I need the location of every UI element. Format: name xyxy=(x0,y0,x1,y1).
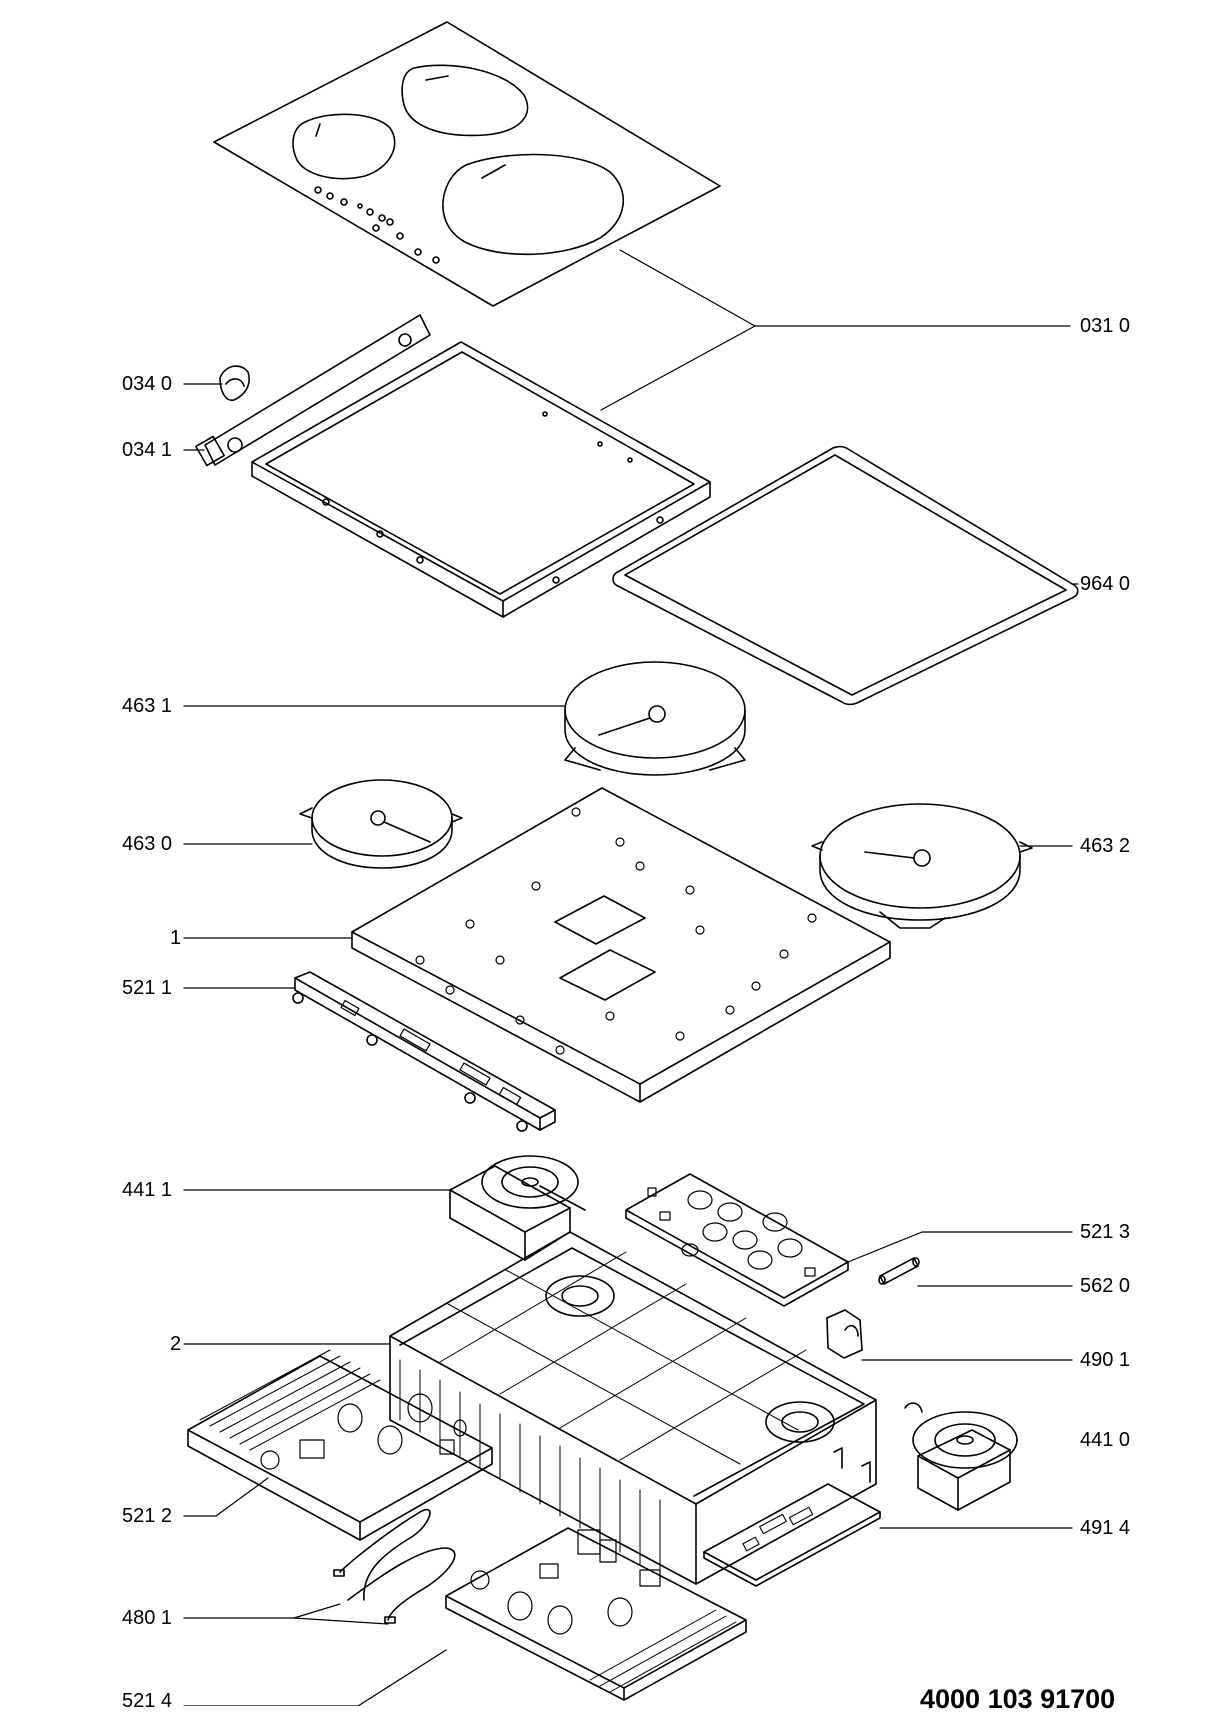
control-board-strip xyxy=(292,971,556,1132)
label-521-3: 521 3 xyxy=(1080,1221,1131,1243)
inverter-board-521-4 xyxy=(445,1527,747,1701)
coil-463-0 xyxy=(299,779,463,869)
reference-number: 4000 103 91700 xyxy=(920,1684,1116,1714)
fuse-562-0 xyxy=(878,1257,920,1285)
label-521-1: 521 1 xyxy=(122,977,173,999)
filter-board-521-2 xyxy=(187,1349,493,1541)
fan-441-1 xyxy=(449,1155,586,1261)
label-463-0: 463 0 xyxy=(122,833,173,855)
gasket-seal xyxy=(612,445,1079,706)
cooktop-frame xyxy=(251,341,711,618)
bracket-and-clip xyxy=(195,314,431,467)
power-board-521-3 xyxy=(625,1173,849,1307)
label-034-0: 034 0 xyxy=(122,373,173,395)
label-034-1: 034 1 xyxy=(122,439,173,461)
label-521-4: 521 4 xyxy=(122,1690,173,1712)
cover-plate-491-4 xyxy=(703,1447,881,1587)
coil-463-2 xyxy=(811,803,1033,929)
label-964-0: 964 0 xyxy=(1080,573,1131,595)
base-housing xyxy=(389,1231,877,1585)
label-2: 2 xyxy=(170,1333,182,1355)
holder-490-1 xyxy=(826,1309,863,1359)
label-490-1: 490 1 xyxy=(1080,1349,1131,1371)
wires-480-1 xyxy=(333,1509,456,1624)
fan-441-0 xyxy=(904,1402,1018,1511)
label-031-0: 031 0 xyxy=(1080,315,1131,337)
label-1: 1 xyxy=(170,927,182,949)
leader-lines xyxy=(183,249,1079,1706)
label-491-4: 491 4 xyxy=(1080,1517,1131,1539)
label-441-0: 441 0 xyxy=(1080,1429,1131,1451)
label-562-0: 562 0 xyxy=(1080,1275,1131,1297)
coil-463-1 xyxy=(564,661,746,776)
label-463-1: 463 1 xyxy=(122,695,173,717)
label-463-2: 463 2 xyxy=(1080,835,1131,857)
carrier-plate xyxy=(351,787,891,1103)
label-441-1: 441 1 xyxy=(122,1179,173,1201)
label-480-1: 480 1 xyxy=(122,1607,173,1629)
label-521-2: 521 2 xyxy=(122,1505,173,1527)
glass-top xyxy=(213,21,721,307)
